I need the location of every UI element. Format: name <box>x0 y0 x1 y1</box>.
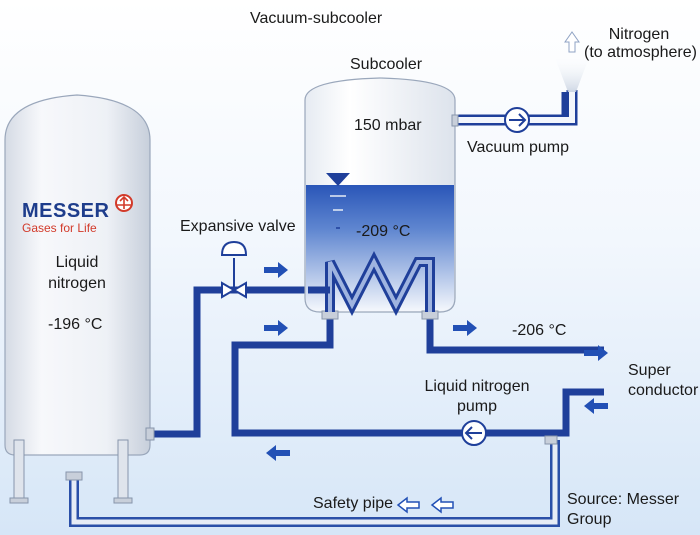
subcooler-vessel <box>304 77 459 320</box>
liquid-level-marker <box>326 173 350 186</box>
subcooler-temp-label: -209 °C <box>356 223 411 240</box>
source-label: Source: Messer Group <box>567 490 679 530</box>
ln2-pump-line-1: Liquid nitrogen <box>424 378 530 395</box>
messer-logo: MESSER Gases for Life <box>22 200 142 235</box>
vent-up-arrow <box>564 31 580 53</box>
safety-pipe <box>69 440 560 527</box>
source-line-1: Source: Messer <box>567 491 680 508</box>
flow-arrow <box>584 398 608 414</box>
nitrogen-label: Nitrogen (to atmosphere) <box>584 26 697 62</box>
safety-flow-arrow <box>396 496 420 514</box>
ln2-pump-line-2: pump <box>456 398 498 415</box>
messer-logo-tagline: Gases for Life <box>22 221 97 235</box>
tank-label: Liquid nitrogen <box>27 252 127 294</box>
pressure-label: 150 mbar <box>354 117 422 134</box>
tank-temp-label: -196 °C <box>48 316 103 333</box>
flow-arrow <box>264 262 288 278</box>
nitrogen-vent-plume <box>554 55 590 92</box>
vacuum-line <box>455 90 578 126</box>
flow-arrow <box>264 320 288 336</box>
vacuum-pump-symbol <box>504 107 530 133</box>
ln2-pump-label: Liquid nitrogen pump <box>412 377 542 417</box>
tank-label-line-1: Liquid <box>55 254 99 271</box>
safety-flow-arrow <box>430 496 454 514</box>
messer-logo-name: MESSER <box>22 200 110 222</box>
safety-connector <box>544 435 558 445</box>
expansive-valve-label: Expansive valve <box>180 218 296 235</box>
flow-arrow <box>266 445 290 461</box>
messer-logo-icon <box>115 194 133 212</box>
superconductor-line-1: Super <box>628 362 671 379</box>
tank-label-line-2: nitrogen <box>48 275 106 292</box>
flow-arrow <box>584 345 608 361</box>
superconductor-label: Super conductor <box>628 361 698 401</box>
expansive-valve-symbol <box>220 240 248 299</box>
heat-exchanger-coil <box>308 251 435 316</box>
liquid-nitrogen-tank <box>4 94 155 504</box>
safety-pipe-label: Safety pipe <box>313 495 394 512</box>
outlet-temp-label: -206 °C <box>512 322 567 339</box>
source-line-2: Group <box>567 511 612 528</box>
superconductor-line-2: conductor <box>628 382 699 399</box>
flow-arrows <box>264 262 608 461</box>
nitrogen-line-2: (to atmosphere) <box>584 44 697 61</box>
safety-flow-arrows <box>396 496 454 514</box>
vacuum-pump-label: Vacuum pump <box>467 139 569 156</box>
nitrogen-line-1: Nitrogen <box>608 26 670 43</box>
subcooler-label: Subcooler <box>350 56 423 73</box>
liquid-nitrogen-pump-symbol <box>461 420 487 446</box>
diagram-title: Vacuum-subcooler <box>250 10 383 27</box>
flow-arrow <box>453 320 477 336</box>
